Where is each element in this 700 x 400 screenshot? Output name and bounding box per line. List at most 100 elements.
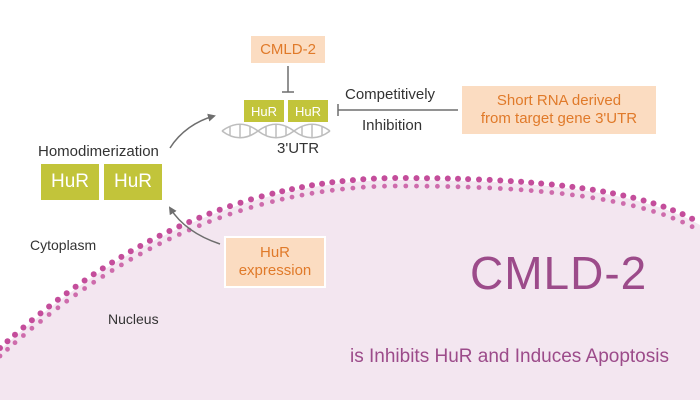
cytoplasm-label: Cytoplasm [30,237,97,253]
membrane-dot-inner [157,241,163,247]
membrane-dot [72,283,79,290]
homodimerization-label: Homodimerization [38,143,159,160]
membrane-dot-inner [414,183,419,189]
membrane-dot-inner [340,186,345,192]
membrane-dot [476,176,482,183]
membrane-dot-inner [329,187,335,193]
membrane-dot [579,185,586,192]
membrane-dot [4,338,11,345]
membrane-dot [20,324,27,331]
membrane-dot-inner [350,185,356,191]
membrane-dot-inner [670,215,676,221]
membrane-dot-inner [0,353,3,359]
membrane-dot [289,186,295,193]
hur-large-right-label: HuR [113,171,152,192]
membrane-dot-inner [689,224,695,230]
membrane-dot [349,177,356,184]
membrane-dot [360,176,367,183]
membrane-dot-inner [167,236,172,242]
membrane-dot-inner [508,186,514,192]
membrane-dot-inner [128,256,134,262]
hur-large-right: HuR [104,164,162,200]
membrane-dot [679,211,686,218]
membrane-dot [319,180,326,187]
membrane-dot [518,178,525,185]
membrane-dot [528,179,535,186]
utr-label: 3'UTR [277,140,320,157]
membrane-dot [196,214,203,221]
hur-small-right-label: HuR [294,103,321,119]
inhibition-bar-cmld2 [282,66,294,93]
membrane-dot-inner [392,183,398,189]
hur-small-left: HuR [244,100,284,122]
competitively-label: Competitively [345,86,436,103]
membrane-dot [248,196,254,203]
membrane-dot [538,180,545,187]
membrane-dot [0,345,3,351]
membrane-dot [166,228,173,234]
membrane-dot-inner [580,193,585,199]
membrane-dot-inner [82,286,87,291]
membrane-dot-inner [528,188,534,194]
membrane-dot [650,200,657,207]
membrane-dot-inner [64,298,70,304]
membrane-dot [81,277,88,284]
membrane-dot [486,176,493,183]
membrane-dot [137,243,144,249]
membrane-dot-inner [651,209,656,214]
membrane-dot-inner [147,246,153,252]
membrane-dot [569,183,576,190]
membrane-dot-inner [270,199,275,205]
nucleus-region [0,180,700,400]
hur-small-right: HuR [288,100,328,122]
membrane-dot [206,210,213,217]
membrane-dot-inner [476,185,482,190]
membrane-dot [176,223,183,230]
membrane-dot-inner [207,219,212,225]
membrane-dot-inner [424,183,430,189]
membrane-dot [127,248,134,255]
membrane-dot-inner [196,223,202,229]
membrane-dot [589,186,596,193]
membrane-dot-inner [382,183,387,189]
membrane-dot-inner [641,206,646,211]
membrane-dot-inner [55,305,61,311]
inhibition-bar-short-rna [337,104,458,116]
short-rna-box-label: Short RNA derived from target gene 3'UTR [480,92,638,127]
membrane-dot-inner [309,190,315,196]
hur-large-left-label: HuR [50,171,89,192]
membrane-dot-inner [360,184,366,190]
nuclear-membrane [0,175,696,359]
membrane-dot-inner [559,191,565,197]
membrane-dot-inner [465,184,471,190]
membrane-dot [640,197,647,204]
membrane-dot [559,182,566,189]
membrane-dot-inner [12,340,18,346]
membrane-dot-inner [620,201,626,206]
membrane-dot [37,310,44,317]
membrane-dot-inner [518,187,524,193]
membrane-dot [269,190,276,197]
membrane-dot-inner [238,208,243,214]
membrane-dot-inner [403,183,409,189]
membrane-dot-inner [600,197,606,202]
membrane-dot [299,184,305,191]
membrane-dot-inner [487,185,493,191]
membrane-dot [434,175,441,182]
hur-large-left: HuR [41,164,99,200]
membrane-dot [465,176,472,183]
membrane-dot-inner [497,186,503,191]
membrane-dot [258,193,265,200]
hur-small-left-label: HuR [250,103,277,119]
membrane-dot-inner [435,183,440,189]
membrane-dot [620,192,627,199]
membrane-dot [610,190,616,197]
membrane-dot-inner [217,215,223,221]
membrane-dot [689,215,696,222]
membrane-dot [309,182,315,189]
inhibition-label: Inhibition [362,117,423,134]
membrane-dot [109,259,116,266]
membrane-dot-inner [100,274,106,279]
membrane-dot-inner [109,268,115,273]
membrane-dot-inner [319,189,325,195]
